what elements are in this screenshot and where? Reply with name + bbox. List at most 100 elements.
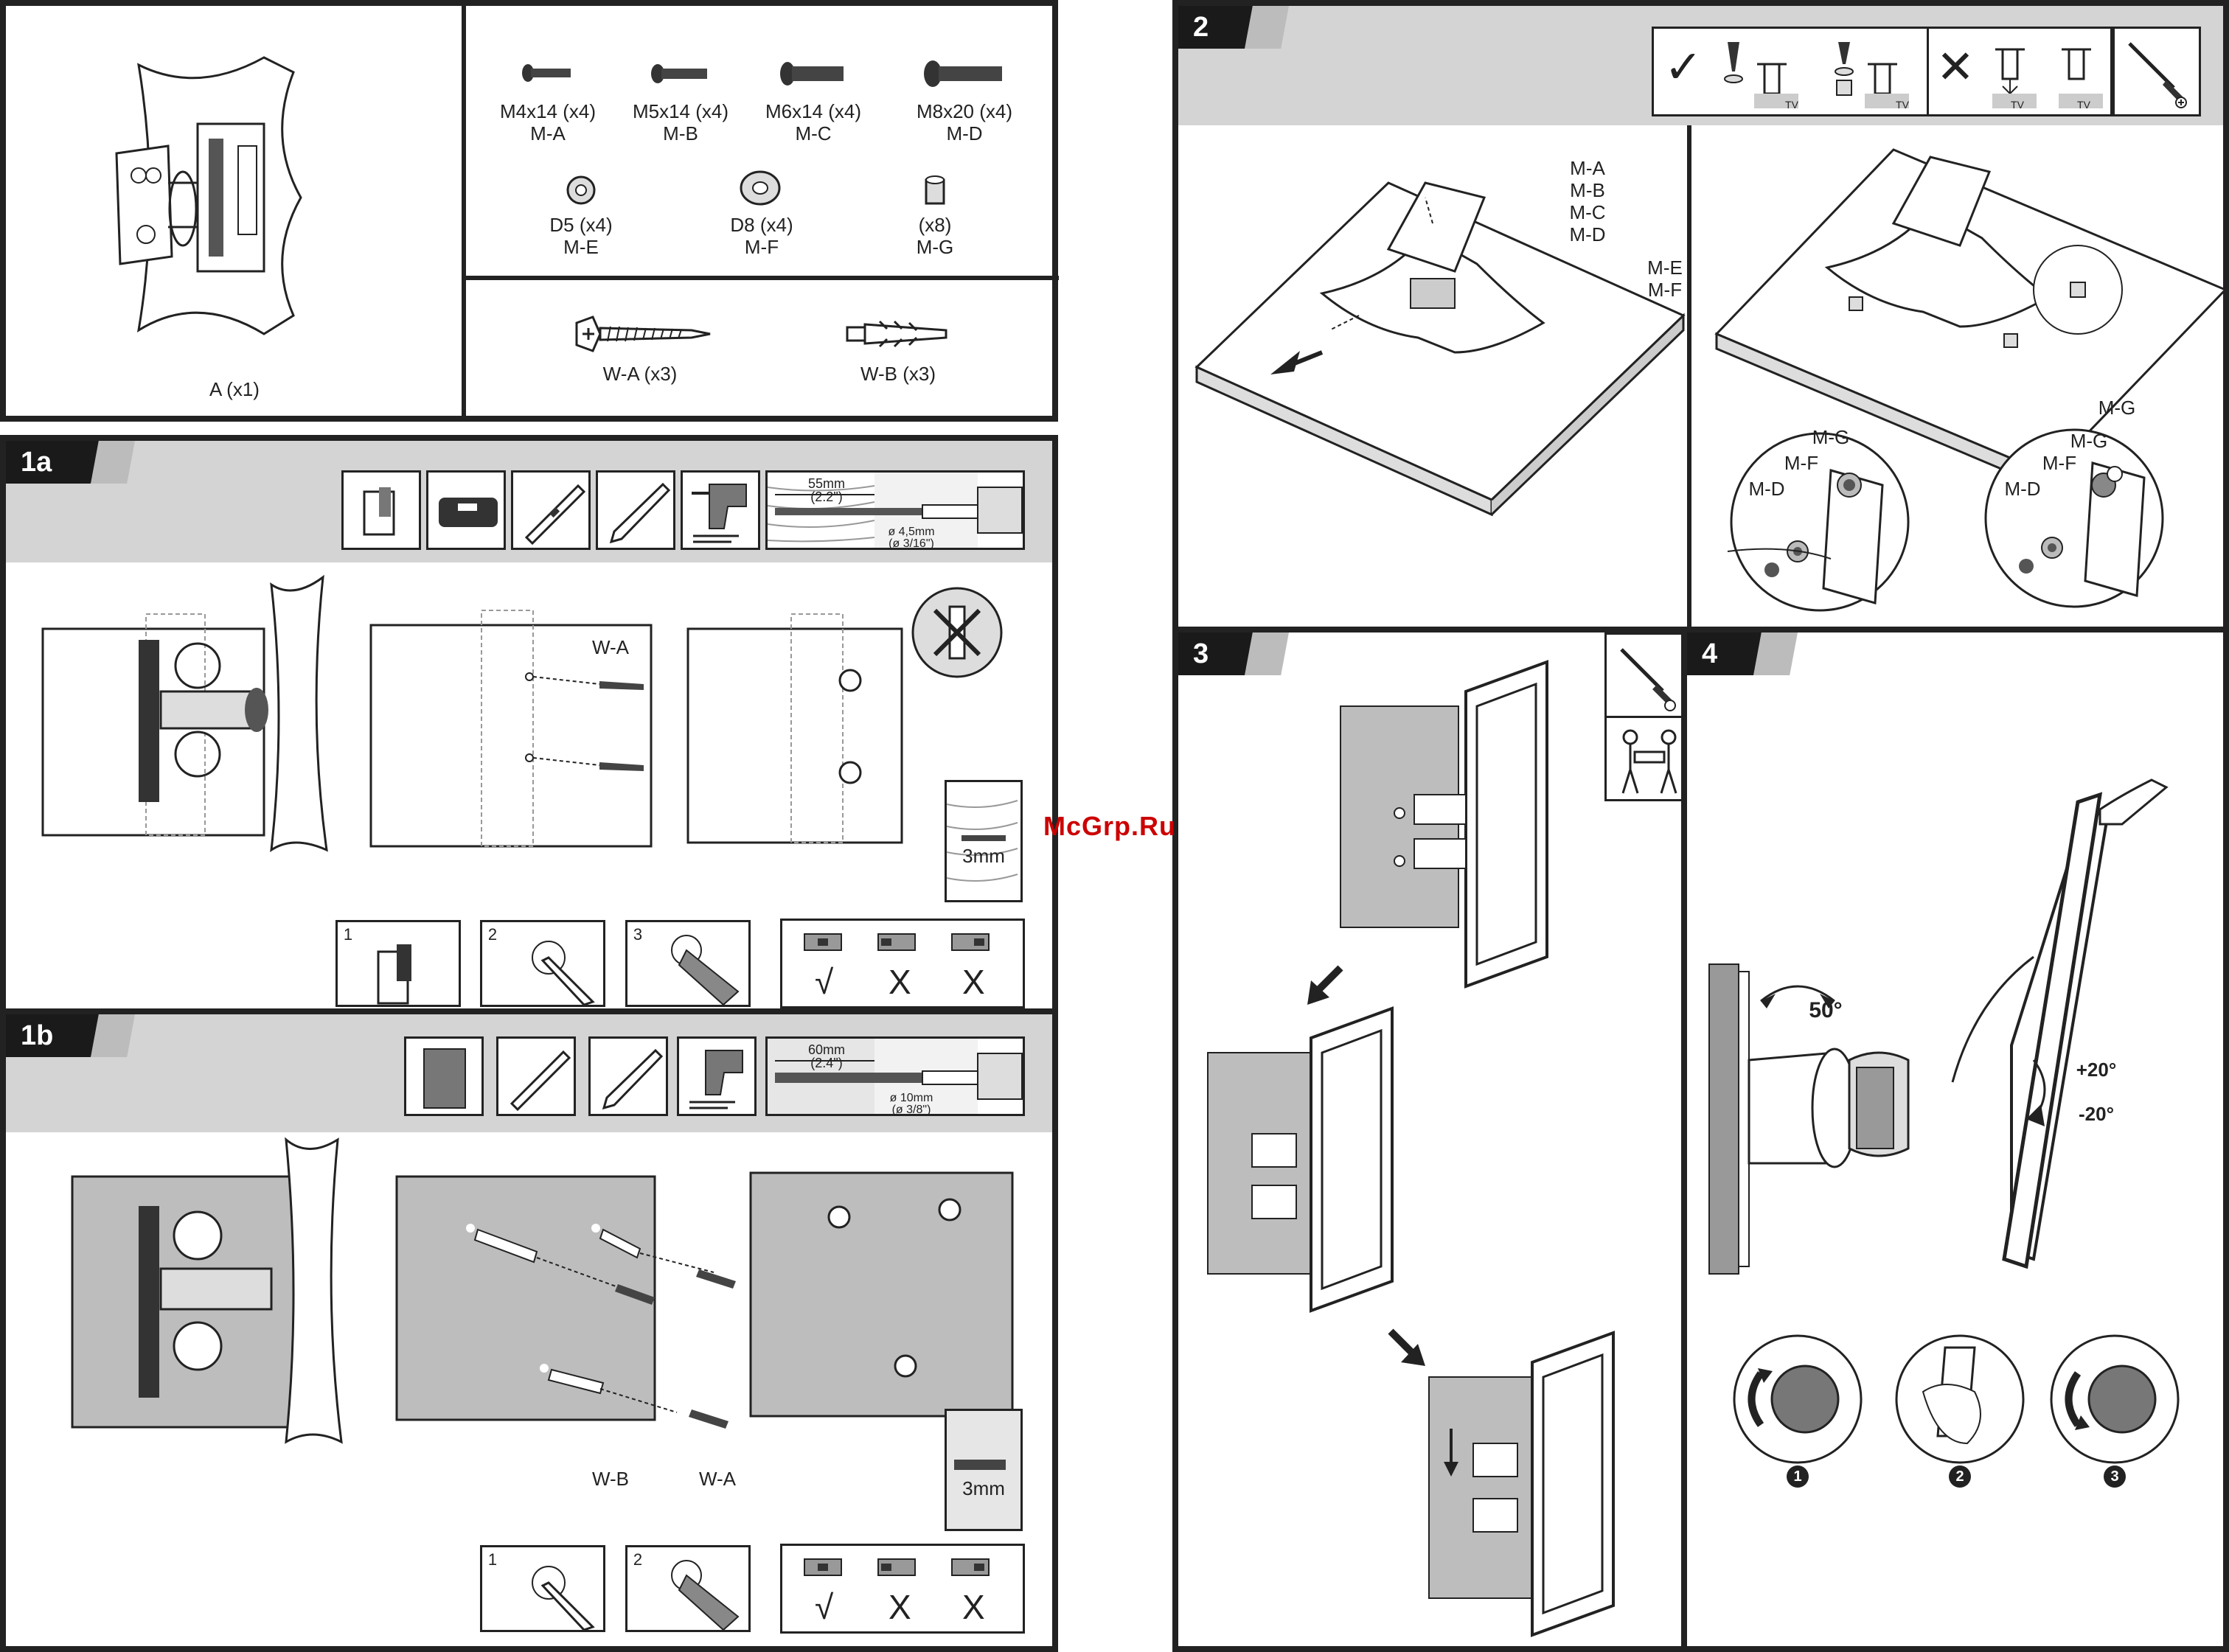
screw-mc-icon [780,62,844,86]
screw-md: M8x20 (x4) M-D [898,60,1031,158]
wall-plug-wb: W-B (x3) [828,308,968,397]
wall-screw-wa: W-A (x3) [566,308,714,397]
step-1b-substep-2: 2 [625,1545,751,1632]
knob-step-2-badge: 2 [1949,1465,1971,1488]
detail-left-md: M-D [1748,478,1785,500]
tv-label-4: TV [2077,99,2090,111]
correct-assembly-icon: ✓ TV TV [1652,27,1932,116]
bracket-a-label: A (x1) [209,378,260,400]
swivel-angle: 50° [1809,998,1843,1022]
detail-left-mg: M-G [1812,426,1850,448]
step-1a-panel: 1a 55mm (2.2") ø 4,5mm (ø 3/16") W-A [0,435,1058,1017]
step-1b-plug-label: W-B [591,1468,630,1490]
step-1a-tab-shade [91,441,135,484]
step-1b-tab: 1b [6,1014,109,1057]
tv-label-2: TV [1896,99,1909,111]
step-1b-gap-detail: 3mm [945,1409,1023,1531]
washer-me: D5 (x4) M-E [529,175,633,264]
level-ok-mark: √ [815,963,834,1001]
detail-left-mf: M-F [1784,452,1819,474]
step-1a-substep-3: 3 [625,920,751,1007]
knob-loosen-step [1733,1334,1863,1464]
step-3-hang-tv-1 [1340,660,1548,989]
correct-check-mark: ✓ [1664,42,1703,93]
spacer-mg-icon [925,175,945,205]
screw-ma-code: M-A [530,122,566,144]
step-2-detail-left [1727,432,1910,612]
level-bad-mark-1: X [889,963,911,1001]
washer-mf-icon [740,170,781,206]
step-1a-bracket-on-wood-wall [41,574,328,853]
screw-mb-code: M-B [663,122,698,144]
wood-wall-icon [341,470,421,550]
step-2-washer-list: M-E M-F [1643,257,1687,301]
step-1b-substep-1-num: 1 [487,1550,498,1569]
washer-mf: D8 (x4) M-F [710,170,813,264]
wall-screw-wa-label: W-A (x3) [602,363,678,385]
screw-mb: M5x14 (x4) M-B [625,62,736,158]
step-1a-drill-dia-in: (ø 3/16") [889,537,934,550]
step-1b-plugs-and-screws [395,1175,736,1429]
no-plug-icon [911,587,1003,678]
screw-mc-code: M-C [795,122,832,144]
step-2-tab-shade [1245,6,1289,49]
detail-right-mf: M-F [2042,452,2077,474]
step-2-tab: 2 [1178,6,1259,49]
parts-divider-v [462,6,466,419]
step-1a-substep-2: 2 [480,920,605,1007]
step-3-hang-tv-3 [1428,1331,1615,1637]
step-1a-level-check: √ X X [780,919,1025,1008]
level-icon-1b [496,1036,576,1116]
detail-right-mg-1: M-G [2098,397,2136,419]
wall-plug-wb-label: W-B (x3) [860,363,936,385]
screw-list-mb: M-B [1570,179,1605,201]
step-1b-level-check: √ X X [780,1544,1025,1634]
level-icon [511,470,591,550]
tilt-by-hand-step [1895,1334,2025,1464]
detail-right-mg-2: M-G [2070,430,2108,452]
watermark: McGrp.Ru [1043,811,1177,841]
knob-step-1-badge: 1 [1787,1465,1809,1488]
step-4-tilt-swivel-illustration [1708,778,2169,1275]
detail-right-md: M-D [2004,478,2041,500]
step-1b-drill-depth: 60mm [807,1042,845,1057]
concrete-wall-icon [404,1036,484,1116]
step-1b-drill-dia: ø 10mm [889,1092,933,1104]
tilt-up-angle: +20° [2076,1059,2117,1081]
tv-label-1: TV [1785,99,1798,111]
step-4-tab: 4 [1687,632,1768,675]
screw-list-mc: M-C [1569,201,1606,223]
step-1a-gap: 3mm [962,845,1005,867]
screw-mc-size: M6x14 (x4) [765,100,862,122]
step-1b-panel: 1b 60mm (2.4") ø 10mm (ø 3/8") W-B W-A [0,1008,1058,1652]
washer-me-code: M-E [563,236,599,258]
step-1b-screw-label: W-A [698,1468,737,1490]
pencil-icon [596,470,675,550]
step-1a-tab: 1a [6,441,109,484]
spacer-mg-size: (x8) [918,214,952,236]
knob-tighten-step [2050,1334,2180,1464]
step-3-tab: 3 [1178,632,1259,675]
parts-divider-h1 [462,276,1059,280]
incorrect-assembly-icon: ✕ TV TV [1927,27,2112,116]
screw-mb-size: M5x14 (x4) [632,100,729,122]
step-1b-tab-shade [91,1014,135,1057]
step-1b-substep-1: 1 [480,1545,605,1632]
screw-list-md: M-D [1569,223,1606,245]
screw-md-code: M-D [946,122,983,144]
step-3-panel: 3 [1172,627,1690,1652]
knob-step-3-badge: 3 [2104,1465,2126,1488]
step-2-divider [1687,125,1691,634]
level-ok-mark-1b: √ [815,1588,834,1626]
step-1a-drill-depth: 55mm [807,476,845,491]
step-1a-drill-depth-in: (2.2") [810,489,843,504]
screw-ma-size: M4x14 (x4) [499,100,597,122]
washer-list-me: M-E [1647,257,1683,279]
level-bad-mark-1b-2: X [962,1588,985,1626]
drill-icon-1b [677,1036,757,1116]
washer-mf-code: M-F [744,236,779,258]
step-1a-substep-1: 1 [335,920,461,1007]
stud-finder-icon [426,470,506,550]
screwdriver-icon [2112,27,2201,116]
step-2-detail-right [1984,428,2164,608]
